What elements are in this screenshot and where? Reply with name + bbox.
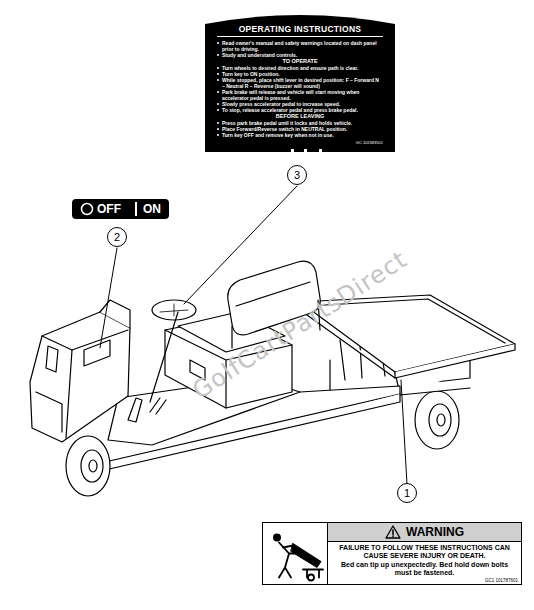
bullet <box>217 122 219 124</box>
operating-instructions-decal: OPERATING INSTRUCTIONS Read owner's manua… <box>205 12 395 152</box>
callout-text: 1 <box>404 487 410 499</box>
part-code: GC 102583501 <box>217 140 383 145</box>
instruction-item: Place Forward/Reverse switch in NEUTRAL … <box>217 126 383 132</box>
decal-outline <box>205 15 395 152</box>
instruction-text: Read owner's manual and safety warnings … <box>222 40 383 52</box>
instruction-text: Slowly press accelerator pedal to increa… <box>222 101 340 107</box>
instruction-item: To stop, release accelerator pedal and p… <box>217 107 383 113</box>
instruction-item: Turn wheels to desired direction and ens… <box>217 65 383 71</box>
decal-subheading: TO OPERATE <box>217 58 383 65</box>
instruction-text: Place Forward/Reverse switch in NEUTRAL … <box>222 126 347 132</box>
warning-pictogram <box>263 523 327 584</box>
callout-text: 2 <box>114 231 120 243</box>
callout-number: 3 <box>287 165 307 185</box>
callout-number: 2 <box>107 227 127 247</box>
switch-label: ON <box>143 202 161 216</box>
instruction-text: Turn key to ON position. <box>222 71 280 77</box>
bullet <box>217 67 219 69</box>
instruction-item: While stopped, place shift lever in desi… <box>217 77 383 89</box>
bullet <box>217 79 219 81</box>
instruction-text: Press park brake pedal until it locks an… <box>222 120 352 126</box>
decal-subheading: BEFORE LEAVING <box>217 113 383 120</box>
instruction-item: Slowly press accelerator pedal to increa… <box>217 101 383 107</box>
bullet <box>217 134 219 136</box>
switch-label: OFF <box>97 202 121 216</box>
bullet <box>217 42 219 44</box>
instruction-item: Press park brake pedal until it locks an… <box>217 120 383 126</box>
pictogram <box>263 523 327 584</box>
switch-icon <box>80 202 94 216</box>
warning-decal: WARNING FAILURE TO FOLLOW THESE INSTRUCTI… <box>262 522 522 585</box>
bullet <box>217 128 219 130</box>
decal-heading: OPERATING INSTRUCTIONS <box>217 24 383 37</box>
instruction-item: Turn key to ON position. <box>217 71 383 77</box>
warning-text-column: WARNING FAILURE TO FOLLOW THESE INSTRUCTI… <box>327 523 521 584</box>
instruction-item: Study and understand controls. <box>217 52 383 58</box>
decal-notch <box>291 149 294 152</box>
part-code: GC1 101787601 <box>328 578 521 584</box>
instruction-item: Turn key OFF and remove key when not in … <box>217 132 383 138</box>
off-on-decal: OFF ON <box>72 199 169 219</box>
bullet <box>217 103 219 105</box>
instruction-item: Read owner's manual and safety warnings … <box>217 40 383 52</box>
bullet <box>217 91 219 93</box>
divider <box>135 202 137 216</box>
callout-text: 3 <box>294 169 300 181</box>
warning-text: Bed can tip up unexpectedly. Bed hold do… <box>328 560 521 578</box>
bullet <box>217 73 219 75</box>
warning-text: FAILURE TO FOLLOW THESE INSTRUCTIONS CAN… <box>328 542 521 560</box>
warning-title: WARNING <box>406 525 464 539</box>
instruction-text: Turn key OFF and remove key when not in … <box>222 132 334 138</box>
bullet <box>217 54 219 56</box>
decal-notch <box>304 149 307 152</box>
decal-notch <box>319 149 322 152</box>
instruction-text: To stop, release accelerator pedal and p… <box>222 107 358 113</box>
warning-triangle <box>385 525 401 539</box>
instruction-text: Turn wheels to desired direction and ens… <box>222 65 358 71</box>
instruction-text: While stopped, place shift lever in desi… <box>222 77 383 89</box>
callout-number: 1 <box>397 483 417 503</box>
warning-header: WARNING <box>328 523 521 542</box>
instruction-item: Park brake will release and vehicle will… <box>217 89 383 101</box>
bullet <box>217 109 219 111</box>
instruction-text: Study and understand controls. <box>222 52 297 58</box>
instruction-text: Park brake will release and vehicle will… <box>222 89 383 101</box>
